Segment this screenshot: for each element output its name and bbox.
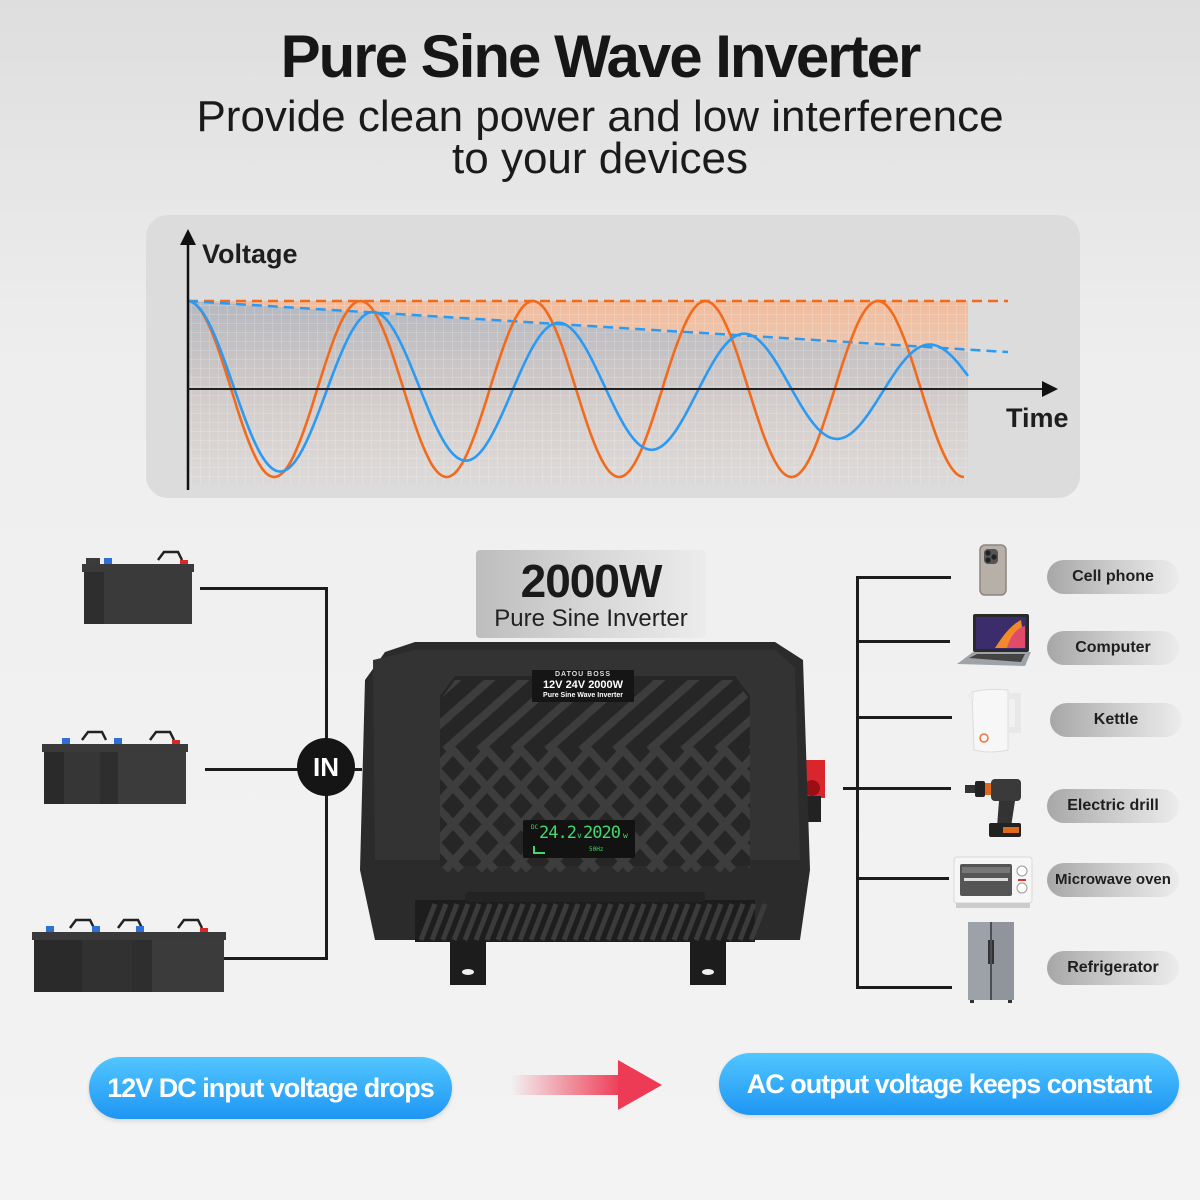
lcd-display: DC 24.2 v 2020 w 50Hz bbox=[523, 820, 635, 858]
page-title: Pure Sine Wave Inverter bbox=[280, 23, 922, 90]
model-sub: Pure Sine Wave Inverter bbox=[543, 692, 623, 699]
brand-name: DATOU BOSS bbox=[554, 671, 612, 678]
input-node: IN bbox=[297, 738, 355, 796]
wire-battery-3 bbox=[222, 957, 328, 960]
kettle-icon bbox=[966, 688, 1021, 753]
lcd-voltage: 24.2 bbox=[539, 823, 577, 843]
x-axis-label: Time bbox=[1006, 403, 1069, 433]
y-axis-arrow-icon bbox=[180, 229, 196, 245]
wire-inverter-to-bus bbox=[843, 787, 859, 790]
lcd-frequency: 50Hz bbox=[589, 846, 604, 853]
input-envelope-line bbox=[187, 299, 1009, 354]
refrigerator-icon bbox=[968, 922, 1014, 1003]
device-label-computer: Computer bbox=[1047, 631, 1179, 665]
lcd-voltage-unit: v bbox=[577, 831, 582, 840]
lcd-dc-label: DC bbox=[531, 824, 539, 831]
phone-icon bbox=[979, 544, 1007, 596]
input-sine-wave bbox=[187, 299, 970, 473]
power-badge: 2000W Pure Sine Inverter bbox=[476, 550, 706, 638]
device-label-electric-drill: Electric drill bbox=[1047, 789, 1179, 823]
x-axis-arrow-icon bbox=[1042, 381, 1058, 397]
wire-device-5 bbox=[856, 877, 949, 880]
power-rating: 2000W bbox=[520, 555, 663, 607]
dc-input-banner: 12V DC input voltage drops bbox=[89, 1057, 452, 1119]
wire-battery-1 bbox=[200, 587, 328, 590]
output-bus-wire bbox=[856, 576, 859, 988]
wire-device-4 bbox=[856, 787, 951, 790]
battery-icon bbox=[82, 550, 194, 624]
arrow-right-icon bbox=[510, 1060, 662, 1110]
device-label-cell-phone: Cell phone bbox=[1047, 560, 1179, 594]
drill-icon bbox=[965, 779, 1021, 837]
voltage-time-chart bbox=[180, 229, 1058, 490]
laptop-icon bbox=[957, 614, 1031, 666]
wire-device-2 bbox=[856, 640, 950, 643]
subtitle-line-2: to your devices bbox=[452, 134, 748, 183]
device-label-kettle: Kettle bbox=[1050, 703, 1182, 737]
device-label-microwave-oven: Microwave oven bbox=[1047, 863, 1179, 897]
ac-output-banner: AC output voltage keeps constant bbox=[719, 1053, 1179, 1115]
lcd-power: 2020 bbox=[583, 823, 621, 843]
voltage-chart-panel: Voltage Time bbox=[146, 215, 1080, 498]
inverter-label-plate: DATOU BOSS 12V 24V 2000W Pure Sine Wave … bbox=[532, 670, 634, 702]
model-line: 12V 24V 2000W bbox=[542, 679, 624, 691]
page-subtitle: Provide clean power and low interference… bbox=[0, 92, 1200, 183]
microwave-icon bbox=[953, 856, 1033, 908]
lcd-power-unit: w bbox=[623, 831, 628, 840]
inverter-device: DATOU BOSS 12V 24V 2000W Pure Sine Wave … bbox=[355, 640, 831, 990]
y-axis-label: Voltage bbox=[202, 239, 298, 269]
wire-device-1 bbox=[856, 576, 951, 579]
battery-group-3 bbox=[32, 918, 226, 992]
wire-in-to-inverter bbox=[350, 768, 362, 771]
wire-battery-2 bbox=[205, 768, 300, 771]
battery-icon bbox=[130, 918, 226, 992]
battery-group-1 bbox=[82, 550, 194, 624]
lcd-signal-bars-icon bbox=[533, 846, 545, 854]
inverter-body bbox=[360, 642, 831, 985]
wire-device-3 bbox=[856, 716, 952, 719]
inverter-type: Pure Sine Inverter bbox=[494, 605, 688, 632]
battery-icon bbox=[98, 730, 188, 804]
wire-device-6 bbox=[856, 986, 952, 989]
subtitle-line-1: Provide clean power and low interference bbox=[196, 92, 1004, 141]
battery-group-2 bbox=[42, 730, 188, 804]
device-label-refrigerator: Refrigerator bbox=[1047, 951, 1179, 985]
